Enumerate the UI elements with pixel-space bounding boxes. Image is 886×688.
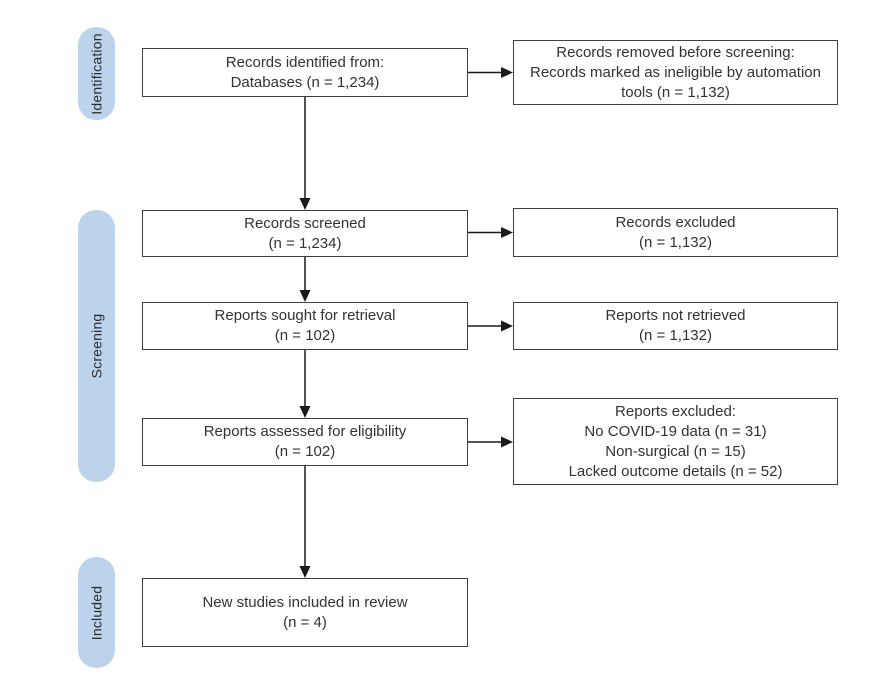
stage-label-screening: Screening [88,313,105,379]
arrow-down-assessed-to-included [299,466,311,578]
box-text-line: Records excluded [615,213,736,231]
box-reports-not-retrieved: Reports not retrieved (n = 1,132) [513,302,838,350]
box-records-excluded: Records excluded (n = 1,132) [513,208,838,257]
box-text-line: Reports assessed for eligibility [203,423,407,440]
box-text-line: (n = 4) [283,613,327,631]
box-text-line: Reports sought for retrieval [214,307,396,324]
box-text-line: (n = 102) [274,443,336,460]
arrow-down-identified-to-screened [299,97,311,210]
arrow-down-sought-to-assessed [299,350,311,418]
box-text-line: (n = 1,234) [268,234,342,252]
box-text-line: Non-surgical (n = 15) [605,442,746,460]
box-records-removed: Records removed before screening: Record… [513,40,838,105]
box-text-line: Records screened [244,214,366,232]
box-text-line: New studies included in review [202,593,408,611]
box-text-line: Reports excluded: [615,402,736,420]
arrow-right-assessed-to-reports-excluded [468,436,513,448]
box-text-line: (n = 1,132) [639,327,712,344]
box-text-line: (n = 102) [274,327,336,344]
box-reports-sought: Reports sought for retrieval (n = 102) [142,302,468,350]
box-text-line: (n = 1,132) [639,233,712,251]
box-text-line: Reports not retrieved [605,307,746,324]
box-text-line: Records identified from: [225,53,385,71]
arrow-down-screened-to-sought [299,257,311,302]
arrow-right-screened-to-excluded [468,227,513,238]
box-reports-assessed: Reports assessed for eligibility (n = 10… [142,418,468,466]
arrow-right-sought-to-not-retrieved [468,320,513,332]
box-studies-included: New studies included in review (n = 4) [142,578,468,647]
box-text-line: Records marked as ineligible by automati… [530,63,821,81]
stage-label-included: Included [88,585,105,640]
box-text-line: Lacked outcome details (n = 52) [568,462,783,480]
box-text-line: tools (n = 1,132) [621,83,730,101]
box-reports-excluded: Reports excluded: No COVID-19 data (n = … [513,398,838,485]
box-text-line: Records removed before screening: [556,43,795,61]
box-records-identified: Records identified from: Databases (n = … [142,48,468,97]
box-text-line: Databases (n = 1,234) [230,73,380,91]
stage-pill-included: Included [78,557,115,668]
box-records-screened: Records screened (n = 1,234) [142,210,468,257]
box-text-line: No COVID-19 data (n = 31) [584,422,767,440]
arrow-right-identified-to-removed [468,67,513,78]
stage-pill-identification: Identification [78,27,115,120]
stage-label-identification: Identification [88,32,105,115]
stage-pill-screening: Screening [78,210,115,482]
